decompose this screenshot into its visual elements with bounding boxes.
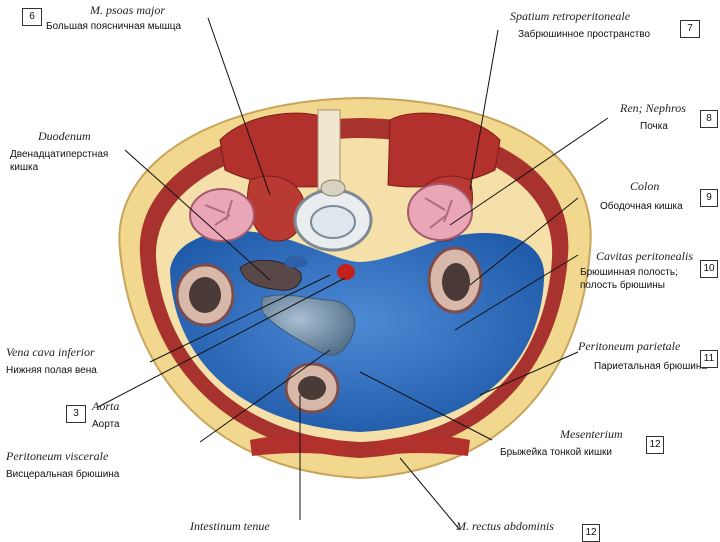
label-latin-peritoneum-parietale: Peritoneum parietale <box>578 340 680 353</box>
label-number-peritoneum-parietale: 11 <box>700 350 718 368</box>
label-latin-mesenterium: Mesenterium <box>560 428 623 441</box>
label-latin-intestinum: Intestinum tenue <box>190 520 270 533</box>
label-number-rectus: 12 <box>582 524 600 542</box>
label-latin-ren: Ren; Nephros <box>620 102 686 115</box>
label-number-psoas: 6 <box>22 8 42 26</box>
label-latin-psoas: M. psoas major <box>90 4 165 17</box>
label-number-aorta: 3 <box>66 405 86 423</box>
label-latin-peritoneum-viscerale: Peritoneum viscerale <box>6 450 108 463</box>
label-russian-mesenterium: Брыжейка тонкой кишки <box>500 446 612 459</box>
label-russian-vena-cava: Нижняя полая вена <box>6 364 97 377</box>
label-russian-peritoneum-parietale: Париетальная брюшина <box>594 360 707 373</box>
label-russian-colon: Ободочная кишка <box>600 200 683 213</box>
kidney-right <box>408 184 472 240</box>
label-latin-retroperitoneal: Spatium retroperitoneale <box>510 10 630 23</box>
label-russian-retroperitoneal: Забрюшинное пространство <box>518 28 650 41</box>
label-number-ren: 8 <box>700 110 718 128</box>
label-russian-ren: Почка <box>640 120 668 133</box>
label-russian-duodenum: Двенадцатиперстная кишка <box>10 148 130 174</box>
kidney-left <box>190 189 254 241</box>
spinous-process <box>318 110 340 190</box>
label-number-mesenterium: 12 <box>646 436 664 454</box>
label-latin-rectus: M. rectus abdominis <box>456 520 554 533</box>
label-latin-cavitas: Cavitas peritonealis <box>596 250 693 263</box>
inferior-vena-cava <box>284 256 308 268</box>
label-latin-duodenum: Duodenum <box>38 130 91 143</box>
label-latin-colon: Colon <box>630 180 659 193</box>
label-russian-cavitas: Брюшинная полость; полость брюшины <box>580 266 702 292</box>
label-russian-aorta: Аорта <box>92 418 120 431</box>
label-number-cavitas: 10 <box>700 260 718 278</box>
label-latin-aorta: Aorta <box>92 400 119 413</box>
label-russian-peritoneum-viscerale: Висцеральная брюшина <box>6 468 119 481</box>
label-number-retroperitoneal: 7 <box>680 20 700 38</box>
label-russian-psoas: Большая поясничная мышца <box>46 20 181 33</box>
label-latin-vena-cava: Vena cava inferior <box>6 346 95 359</box>
aorta-vessel <box>337 264 355 280</box>
label-number-colon: 9 <box>700 189 718 207</box>
